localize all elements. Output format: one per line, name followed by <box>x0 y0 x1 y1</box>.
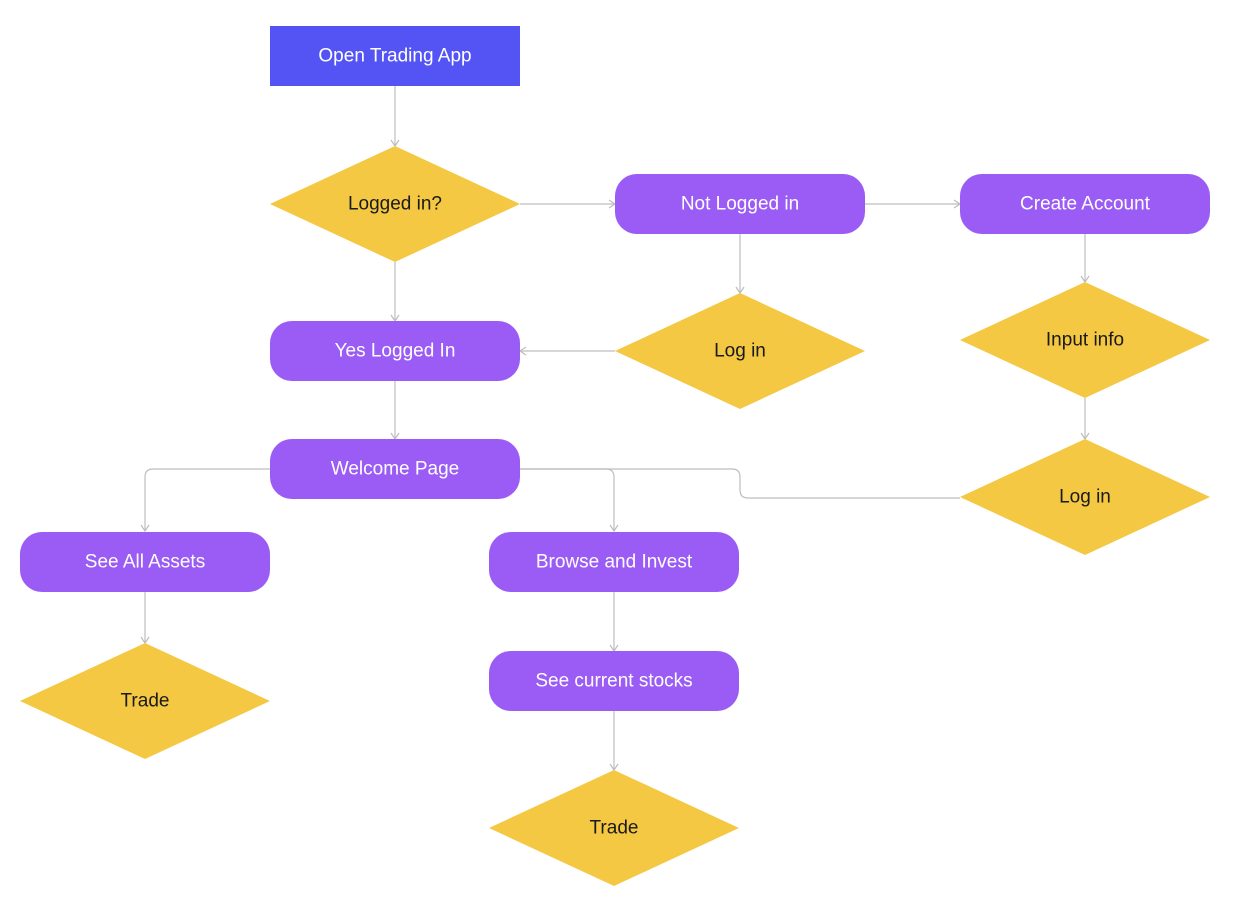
node-open-trading-app: Open Trading App <box>270 26 520 86</box>
start-shape <box>270 26 520 86</box>
node-label: Welcome Page <box>331 459 460 480</box>
decision-shape <box>270 146 520 262</box>
process-shape <box>270 321 520 381</box>
node-label: Log in <box>1059 487 1111 508</box>
node-label: Browse and Invest <box>536 552 693 573</box>
decision-shape <box>489 770 739 886</box>
decision-logged-in: Logged in? <box>270 146 520 262</box>
node-label: Not Logged in <box>681 194 799 215</box>
node-label: Open Trading App <box>318 46 471 67</box>
node-label: Create Account <box>1020 194 1151 215</box>
node-create-account: Create Account <box>960 174 1210 234</box>
node-see-all-assets: See All Assets <box>20 532 270 592</box>
process-shape <box>489 651 739 711</box>
node-browse-and-invest: Browse and Invest <box>489 532 739 592</box>
node-welcome-page: Welcome Page <box>270 439 520 499</box>
node-label: Logged in? <box>348 194 442 215</box>
process-shape <box>615 174 865 234</box>
node-label: Trade <box>121 691 170 712</box>
connector-login2-to-welcome <box>520 468 960 499</box>
decision-trade-2: Trade <box>489 770 739 886</box>
decision-shape <box>960 282 1210 398</box>
process-shape <box>960 174 1210 234</box>
node-label: See All Assets <box>85 552 205 573</box>
decision-log-in-2: Log in <box>960 439 1210 555</box>
connector-welcome-to-seeallassets <box>144 468 270 530</box>
node-yes-logged-in: Yes Logged In <box>270 321 520 381</box>
decision-shape <box>615 293 865 409</box>
process-shape <box>489 532 739 592</box>
node-label: See current stocks <box>535 671 692 692</box>
node-label: Log in <box>714 341 766 362</box>
node-see-current-stocks: See current stocks <box>489 651 739 711</box>
decision-input-info: Input info <box>960 282 1210 398</box>
node-label: Yes Logged In <box>335 341 456 362</box>
process-shape <box>20 532 270 592</box>
arrowhead <box>609 524 619 533</box>
node-label: Input info <box>1046 330 1124 351</box>
decision-trade-1: Trade <box>20 643 270 759</box>
decision-shape <box>960 439 1210 555</box>
node-label: Trade <box>590 818 639 839</box>
decision-shape <box>20 643 270 759</box>
connector-welcome-to-browse <box>520 468 615 530</box>
connectors <box>140 86 1090 772</box>
decision-log-in-1: Log in <box>615 293 865 409</box>
arrowhead <box>140 524 150 533</box>
node-not-logged-in: Not Logged in <box>615 174 865 234</box>
process-shape <box>270 439 520 499</box>
